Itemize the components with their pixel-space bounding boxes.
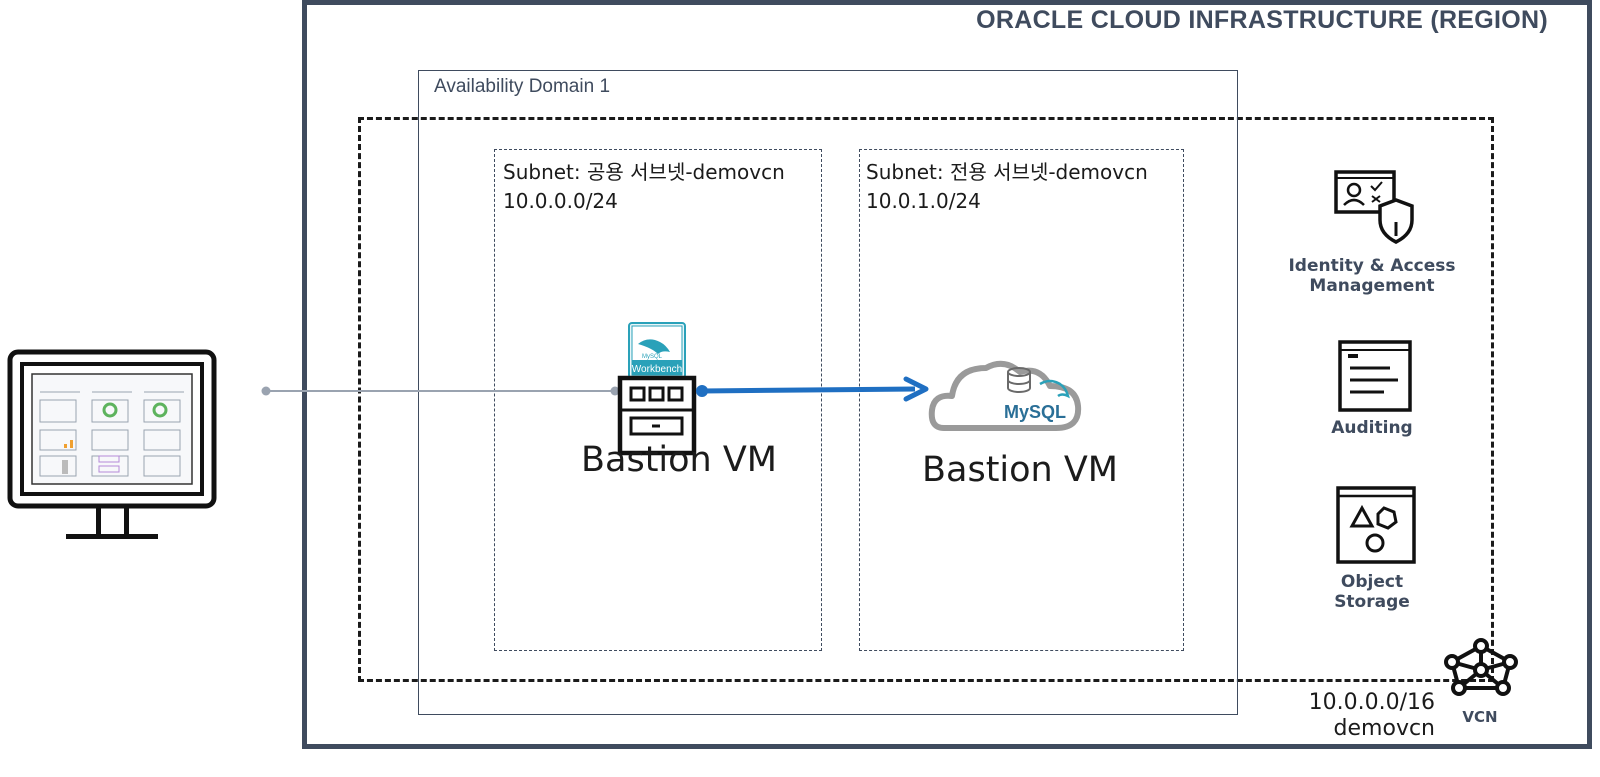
object-storage-label-line1: Object <box>1340 572 1404 592</box>
private-subnet-name: Subnet: 전용 서브넷-demovcn <box>866 160 1148 184</box>
mysql-badge: MySQL <box>1004 402 1066 422</box>
vcn-cidr-block: 10.0.0.0/16 demovcn <box>1300 690 1435 742</box>
client-monitor-icon <box>7 349 217 539</box>
identity-access-label-line2: Management <box>1309 276 1435 296</box>
bastion-vm-1-icon <box>617 322 697 456</box>
public-subnet-boundary <box>494 149 822 651</box>
vcn-name: demovcn <box>1333 716 1435 741</box>
object-storage-label: Object Storage <box>1312 572 1432 612</box>
vcn-network-icon <box>1444 638 1518 696</box>
public-subnet-name: Subnet: 공용 서브넷-demovcn <box>503 160 785 184</box>
vcn-label: VCN <box>1462 708 1498 726</box>
private-subnet-label: Subnet: 전용 서브넷-demovcn 10.0.1.0/24 <box>866 158 1148 216</box>
client-connection-line <box>261 386 620 396</box>
availability-domain-boundary <box>418 70 1238 715</box>
public-subnet-label: Subnet: 공용 서브넷-demovcn 10.0.0.0/24 <box>503 158 785 216</box>
bastion-vm-2-label: Bastion VM <box>922 450 1119 490</box>
public-subnet-cidr: 10.0.0.0/24 <box>503 189 618 213</box>
object-storage-label-line2: Storage <box>1334 592 1410 612</box>
region-boundary <box>302 0 1592 749</box>
identity-access-label-line1: Identity & Access <box>1288 256 1456 276</box>
workbench-badge-top: MySQL <box>642 354 663 360</box>
identity-access-label: Identity & Access Management <box>1282 256 1462 296</box>
identity-shield-icon <box>1334 170 1414 244</box>
vcn-boundary <box>358 117 1494 682</box>
object-storage-icon <box>1336 486 1416 564</box>
bastion-vm-1-label: Bastion VM <box>581 440 778 480</box>
region-title: ORACLE CLOUD INFRASTRUCTURE (REGION) <box>976 6 1548 34</box>
auditing-label: Auditing <box>1331 418 1413 438</box>
audit-document-icon <box>1338 340 1412 412</box>
private-subnet-boundary <box>859 149 1184 651</box>
bastion-to-mysql-arrow <box>696 376 929 402</box>
vcn-cidr: 10.0.0.0/16 <box>1308 690 1435 715</box>
availability-domain-label: Availability Domain 1 <box>434 76 611 97</box>
private-subnet-cidr: 10.0.1.0/24 <box>866 189 981 213</box>
workbench-badge-bottom: Workbench <box>632 364 682 375</box>
mysql-cloud-icon <box>928 360 1082 431</box>
